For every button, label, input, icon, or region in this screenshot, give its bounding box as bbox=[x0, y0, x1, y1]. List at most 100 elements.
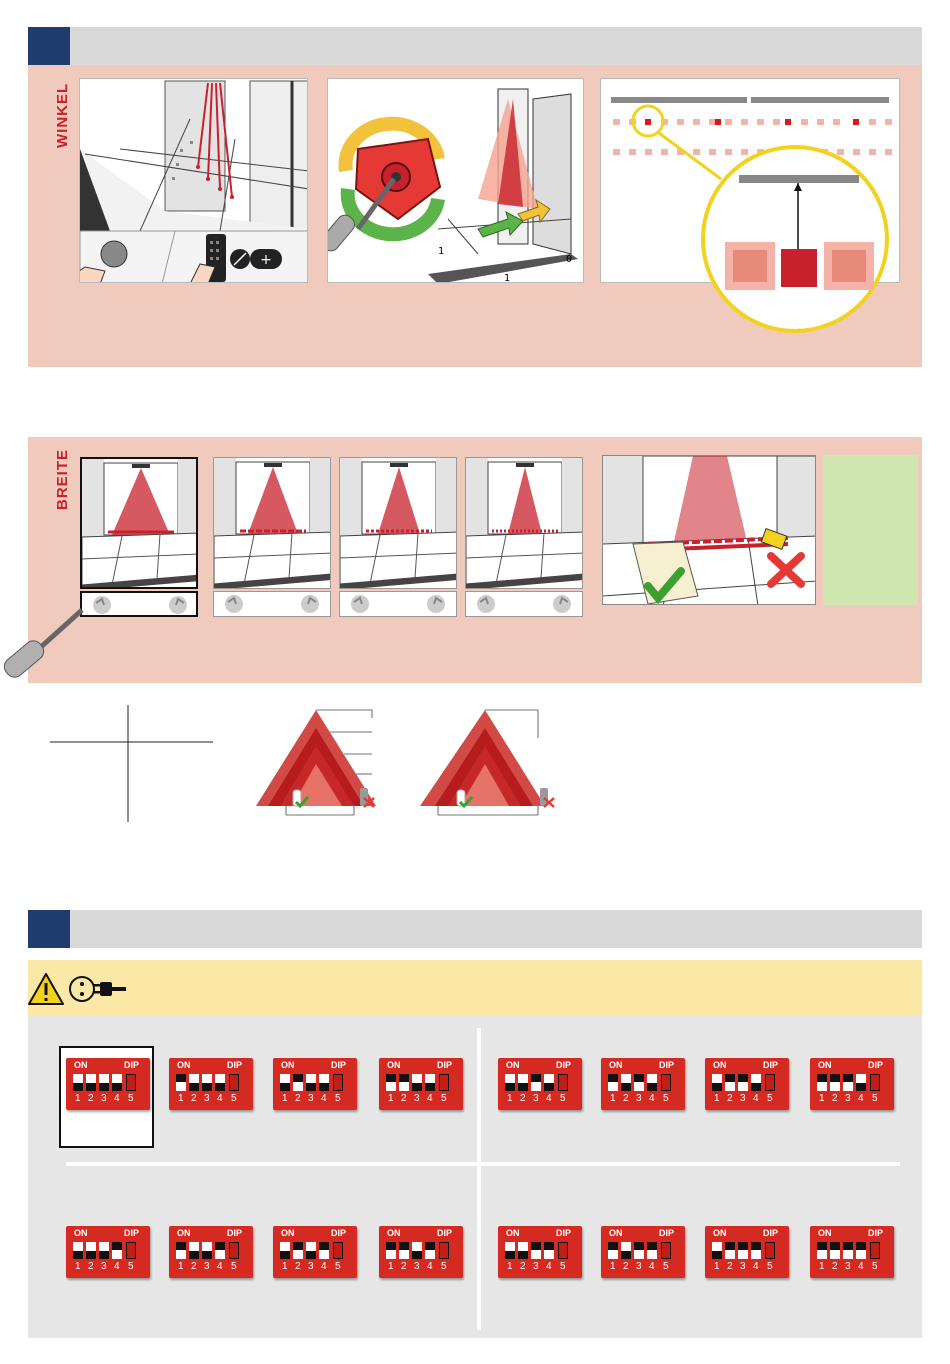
dip-number: 1 bbox=[714, 1093, 720, 1104]
dip-toggle[interactable] bbox=[439, 1242, 449, 1259]
dip-number: 2 bbox=[727, 1261, 733, 1272]
dip-toggle[interactable] bbox=[843, 1074, 853, 1091]
dip-toggle[interactable] bbox=[751, 1242, 761, 1259]
svg-text:1: 1 bbox=[438, 246, 444, 257]
dip-on-label: ON bbox=[177, 1228, 191, 1238]
dip-toggle[interactable] bbox=[319, 1074, 329, 1091]
dip-toggle[interactable] bbox=[518, 1242, 528, 1259]
dip-toggle[interactable] bbox=[712, 1074, 722, 1091]
dip-toggle[interactable] bbox=[280, 1074, 290, 1091]
breite-variant-image bbox=[213, 457, 331, 589]
dip-toggle[interactable] bbox=[176, 1242, 186, 1259]
dip-toggle[interactable] bbox=[830, 1074, 840, 1091]
dip-number: 4 bbox=[546, 1093, 552, 1104]
dip-toggle[interactable] bbox=[856, 1242, 866, 1259]
dip-number: 1 bbox=[714, 1261, 720, 1272]
dip-toggle[interactable] bbox=[608, 1242, 618, 1259]
dip-number: 4 bbox=[753, 1093, 759, 1104]
dip-toggle[interactable] bbox=[558, 1074, 568, 1091]
dip-toggle[interactable] bbox=[202, 1242, 212, 1259]
dip-toggle[interactable] bbox=[765, 1074, 775, 1091]
dip-toggle[interactable] bbox=[399, 1242, 409, 1259]
dip-toggle[interactable] bbox=[634, 1242, 644, 1259]
dip-toggle[interactable] bbox=[531, 1242, 541, 1259]
dip-toggle[interactable] bbox=[725, 1074, 735, 1091]
dip-toggle[interactable] bbox=[544, 1242, 554, 1259]
dip-toggle[interactable] bbox=[126, 1074, 136, 1091]
dip-toggle[interactable] bbox=[751, 1074, 761, 1091]
dip-toggle[interactable] bbox=[738, 1242, 748, 1259]
dip-toggle[interactable] bbox=[319, 1242, 329, 1259]
dip-toggle[interactable] bbox=[544, 1074, 554, 1091]
dip-toggle[interactable] bbox=[712, 1242, 722, 1259]
dip-number: 3 bbox=[533, 1261, 539, 1272]
dip-toggle[interactable] bbox=[386, 1242, 396, 1259]
dip-toggle[interactable] bbox=[412, 1242, 422, 1259]
dip-toggle[interactable] bbox=[647, 1242, 657, 1259]
dip-toggle[interactable] bbox=[293, 1074, 303, 1091]
dip-toggle[interactable] bbox=[425, 1074, 435, 1091]
dip-toggle[interactable] bbox=[661, 1242, 671, 1259]
dip-toggle[interactable] bbox=[73, 1242, 83, 1259]
dip-toggle[interactable] bbox=[661, 1074, 671, 1091]
dip-toggle[interactable] bbox=[870, 1074, 880, 1091]
dip-toggle[interactable] bbox=[112, 1074, 122, 1091]
dip-toggle[interactable] bbox=[518, 1074, 528, 1091]
dip-toggle[interactable] bbox=[399, 1074, 409, 1091]
dip-toggle[interactable] bbox=[189, 1242, 199, 1259]
dip-on-label: ON bbox=[506, 1228, 520, 1238]
dip-toggle[interactable] bbox=[333, 1074, 343, 1091]
dip-number: 4 bbox=[217, 1093, 223, 1104]
dip-switch: ON DIP 1 2 3 45 bbox=[705, 1058, 789, 1110]
detection-cone-narrow bbox=[256, 708, 386, 823]
dip-toggle[interactable] bbox=[86, 1074, 96, 1091]
dip-toggle[interactable] bbox=[738, 1074, 748, 1091]
dip-toggle[interactable] bbox=[765, 1242, 775, 1259]
dip-toggle[interactable] bbox=[293, 1242, 303, 1259]
dip-number: 5 bbox=[663, 1261, 669, 1272]
dip-toggle[interactable] bbox=[856, 1074, 866, 1091]
dip-toggle[interactable] bbox=[215, 1074, 225, 1091]
dip-toggle[interactable] bbox=[280, 1242, 290, 1259]
dip-toggle[interactable] bbox=[725, 1242, 735, 1259]
dip-toggle[interactable] bbox=[817, 1074, 827, 1091]
dip-toggle[interactable] bbox=[112, 1242, 122, 1259]
dip-toggle[interactable] bbox=[229, 1242, 239, 1259]
dip-toggle[interactable] bbox=[229, 1074, 239, 1091]
dip-toggle[interactable] bbox=[817, 1242, 827, 1259]
dip-toggle[interactable] bbox=[830, 1242, 840, 1259]
dip-toggle[interactable] bbox=[439, 1074, 449, 1091]
dip-number: 5 bbox=[335, 1093, 341, 1104]
dip-toggle[interactable] bbox=[215, 1242, 225, 1259]
dip-toggle[interactable] bbox=[306, 1074, 316, 1091]
dip-toggle[interactable] bbox=[386, 1074, 396, 1091]
dip-toggle[interactable] bbox=[176, 1074, 186, 1091]
dip-toggle[interactable] bbox=[333, 1242, 343, 1259]
dip-toggle[interactable] bbox=[99, 1074, 109, 1091]
dip-toggle[interactable] bbox=[425, 1242, 435, 1259]
dip-toggle[interactable] bbox=[621, 1074, 631, 1091]
dip-toggle[interactable] bbox=[647, 1074, 657, 1091]
dip-toggle[interactable] bbox=[189, 1074, 199, 1091]
cross-diagram bbox=[48, 705, 218, 825]
dip-toggle[interactable] bbox=[608, 1074, 618, 1091]
dip-toggle[interactable] bbox=[73, 1074, 83, 1091]
dip-toggle[interactable] bbox=[558, 1242, 568, 1259]
dip-toggle[interactable] bbox=[505, 1074, 515, 1091]
dip-toggle[interactable] bbox=[99, 1242, 109, 1259]
breite-green-note bbox=[823, 455, 918, 605]
dip-toggle[interactable] bbox=[531, 1074, 541, 1091]
dip-toggle[interactable] bbox=[843, 1242, 853, 1259]
dip-toggle[interactable] bbox=[202, 1074, 212, 1091]
dip-toggle[interactable] bbox=[621, 1242, 631, 1259]
dip-toggle[interactable] bbox=[870, 1242, 880, 1259]
dip-toggle[interactable] bbox=[505, 1242, 515, 1259]
dip-toggle[interactable] bbox=[634, 1074, 644, 1091]
dip-number: 2 bbox=[623, 1093, 629, 1104]
dip-toggle[interactable] bbox=[306, 1242, 316, 1259]
dip-toggle[interactable] bbox=[412, 1074, 422, 1091]
dip-label: DIP bbox=[659, 1228, 674, 1238]
dip-toggle[interactable] bbox=[126, 1242, 136, 1259]
dip-toggle[interactable] bbox=[86, 1242, 96, 1259]
